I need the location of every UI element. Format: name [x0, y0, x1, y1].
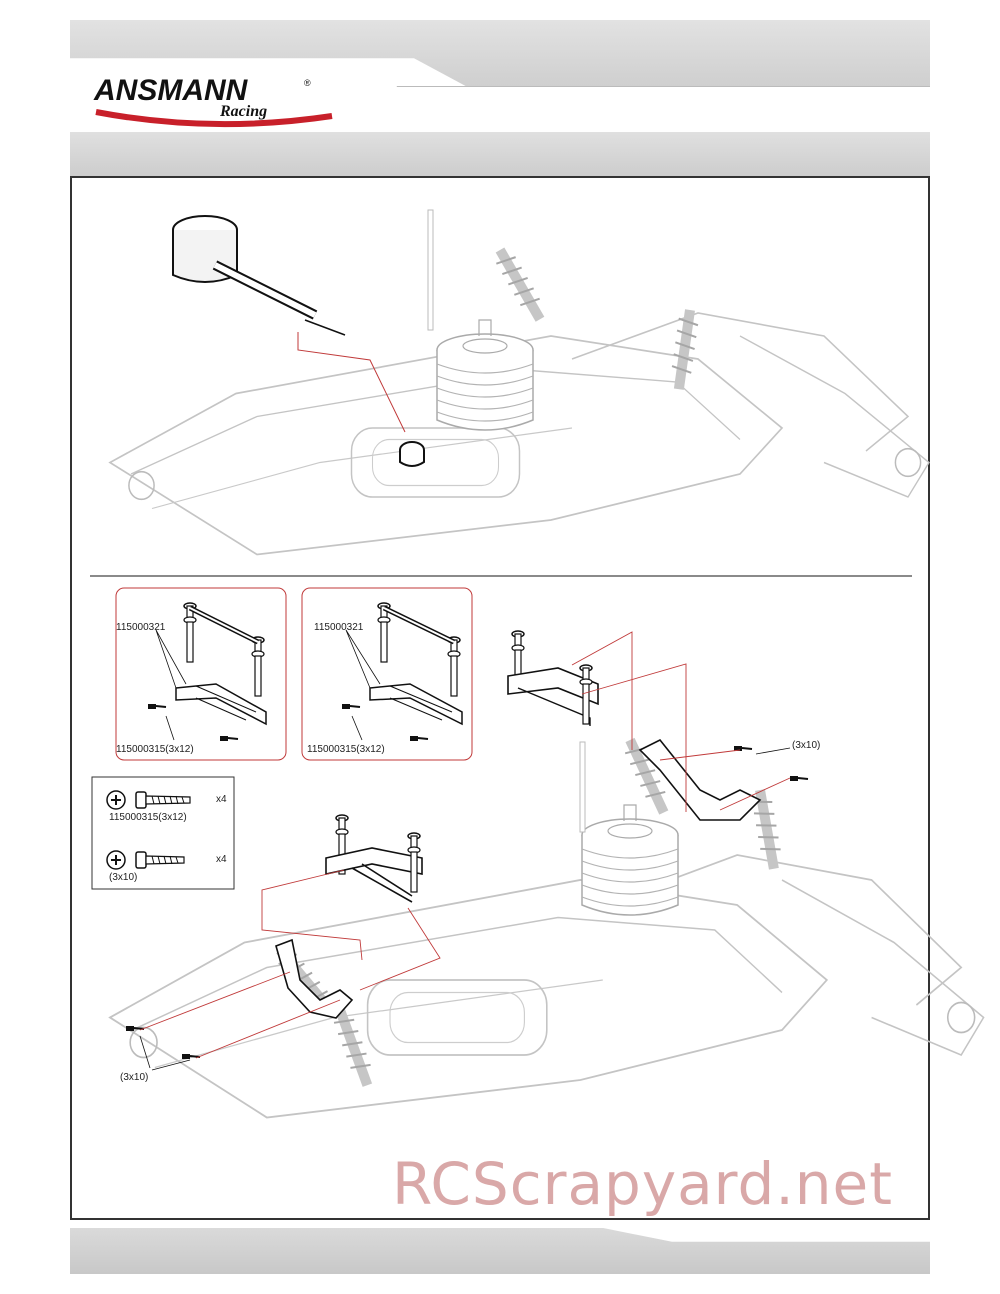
legend-label-2: (3x10): [109, 872, 138, 883]
legend-qty-2: x4: [216, 854, 227, 865]
screw-part-label-2: 115000315(3x12): [307, 744, 385, 755]
brand-name: ANSMANN: [93, 74, 249, 107]
air-filter: [172, 215, 346, 336]
legend-label-1: 115000315(3x12): [109, 812, 187, 823]
post-part-label-1: 115000321: [116, 622, 166, 633]
lower-assembly-view: [109, 630, 985, 1119]
section-header: [70, 132, 930, 178]
ansmann-logo: ANSMANN Racing ®: [92, 72, 342, 132]
rear-screw-label: (3x10): [792, 740, 821, 751]
watermark-text: RCScrapyard.net: [392, 1150, 893, 1218]
top-assembly-view: [109, 209, 930, 556]
self-tap-screw-3x10-icon: [106, 850, 185, 870]
brand-sub: Racing: [219, 103, 267, 120]
post-part-label-2: 115000321: [314, 622, 364, 633]
front-screw-label: (3x10): [120, 1072, 149, 1083]
legend-qty-1: x4: [216, 794, 227, 805]
header-bar-line: [396, 86, 930, 91]
content-frame: [70, 176, 930, 1220]
front-plate: [275, 938, 354, 1019]
brand-reg: ®: [304, 78, 311, 88]
screw-part-label-1: 115000315(3x12): [116, 744, 194, 755]
rear-plate: [638, 738, 762, 821]
self-tap-screw-3x12-icon: [106, 790, 191, 810]
detail-box-1: [115, 587, 287, 761]
